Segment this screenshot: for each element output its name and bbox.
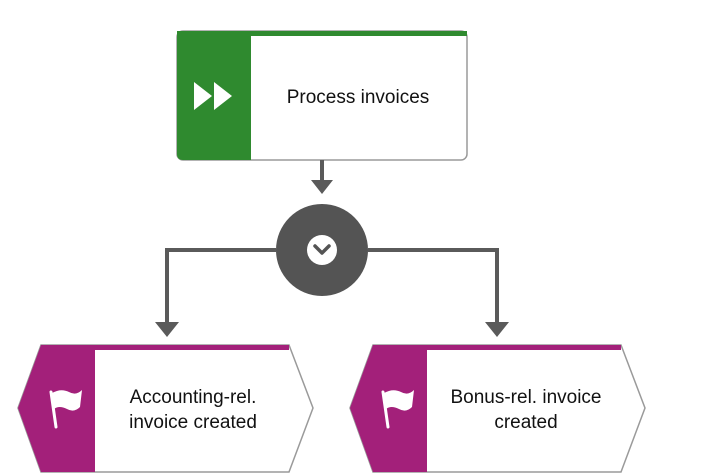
- event-left-top-band: [41, 345, 289, 350]
- operator-inner-circle: [307, 235, 337, 265]
- fast-forward-icon: [194, 82, 232, 110]
- event-right-icon-panel: [350, 345, 427, 472]
- chevron-down-icon: [313, 244, 331, 255]
- function-node[interactable]: [176, 30, 468, 161]
- flag-icon: [381, 390, 414, 429]
- function-label: Process invoices: [255, 36, 461, 160]
- event-right-label-line2: created: [494, 412, 558, 433]
- flag-icon: [49, 390, 82, 429]
- event-left-label: Accounting-rel. invoice created: [98, 350, 288, 472]
- function-node-top-band: [177, 31, 467, 36]
- event-right-top-band: [373, 345, 621, 350]
- event-right-label: Bonus-rel. invoice created: [430, 350, 622, 472]
- event-right-label-line1: Bonus-rel. invoice: [450, 387, 602, 409]
- connector-operator-to-left-event: [155, 248, 276, 337]
- event-node-right[interactable]: [349, 344, 646, 473]
- event-node-left[interactable]: [17, 344, 314, 473]
- connector-function-to-operator: [311, 160, 333, 194]
- event-left-label-line1: Accounting-rel.: [129, 387, 257, 409]
- event-left-icon-panel: [18, 345, 95, 472]
- xor-operator[interactable]: [276, 204, 368, 296]
- connector-operator-to-right-event: [368, 248, 509, 337]
- event-left-label-line2: invoice created: [129, 412, 257, 433]
- function-label-text: Process invoices: [286, 86, 430, 108]
